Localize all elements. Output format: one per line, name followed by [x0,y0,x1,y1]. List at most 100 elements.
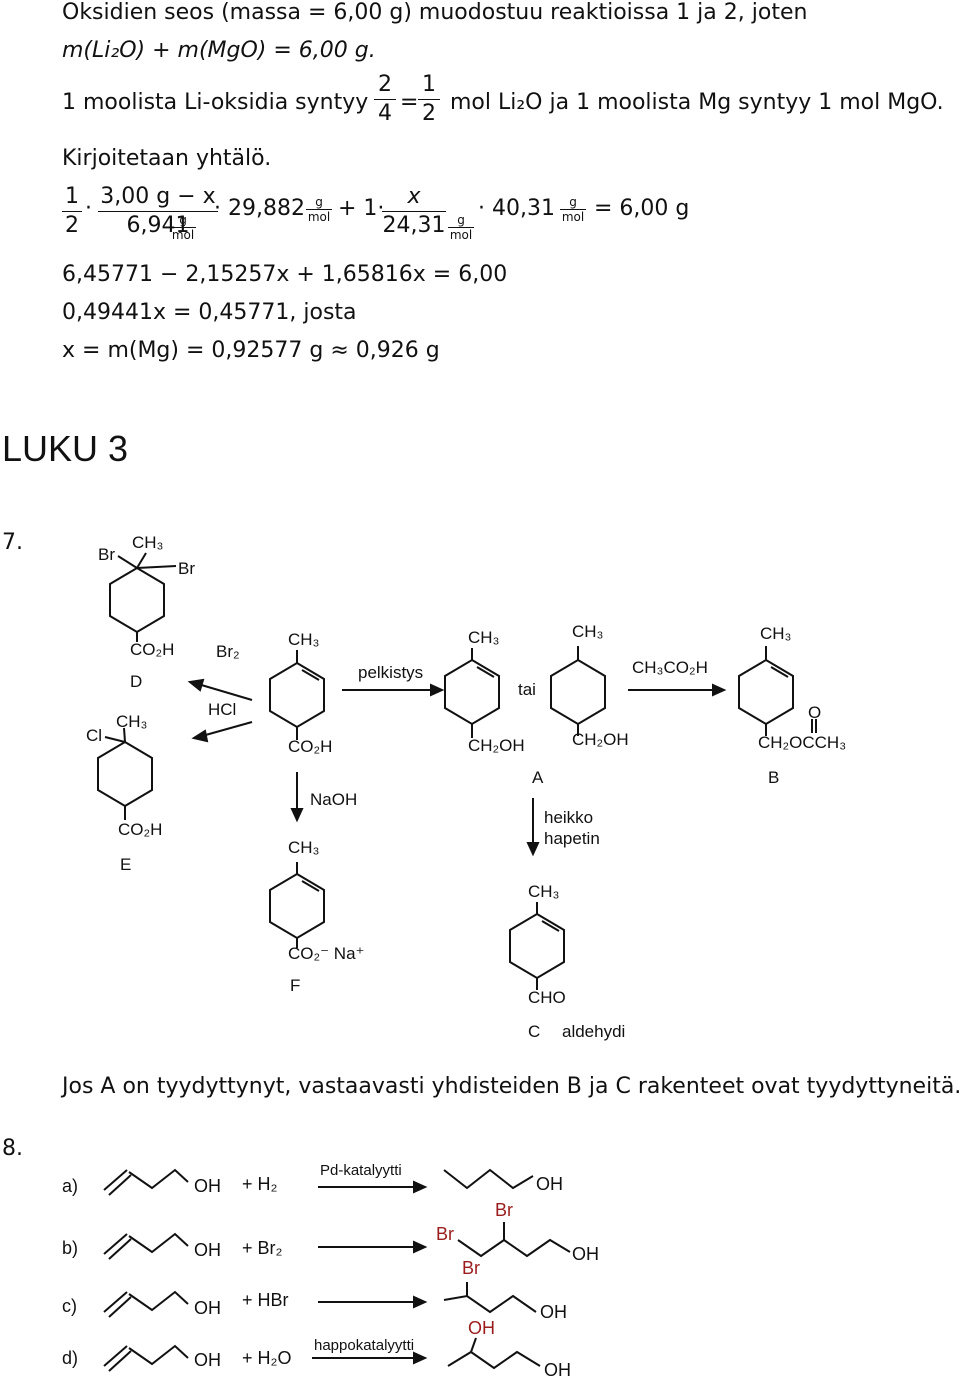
double-bond-center [301,669,320,681]
chain-product-b [457,1238,571,1258]
arrowhead [413,1351,428,1365]
molar-mass-mgo: · 40,31 [478,196,555,221]
arrowhead [290,808,304,823]
arrowhead [413,1240,428,1254]
calc-line-3b: mol Li₂O ja 1 moolista Mg syntyy 1 mol M… [450,90,944,115]
fraction-bar [374,99,396,100]
label-carboxylate: CO₂⁻ Na⁺ [288,944,365,963]
arrowhead [712,683,727,697]
label-oh: OH [194,1240,221,1260]
fraction-denominator: 2 [65,213,79,238]
bond-e-ch3 [123,727,126,743]
arrowhead [413,1180,428,1194]
reagent-br2: + Br₂ [242,1238,283,1258]
label-reagent-acetic-acid: CH₃CO₂H [632,658,708,677]
arrowhead [187,678,205,692]
alkene-double-bond-2 [108,1350,132,1372]
fraction-bar [418,99,440,100]
label-compound-e: E [120,855,132,874]
label-oh: OH [572,1244,599,1264]
label-br: Br [436,1224,454,1244]
row-label-a: a) [62,1176,79,1196]
label-ch3: CH₃ [760,624,792,643]
reagent-h2o: + H₂O [242,1348,292,1368]
fraction-denominator: 24,31 [382,213,446,238]
label-compound-f: F [290,976,301,995]
bond-e-cl [104,736,126,743]
ring-c [509,912,565,980]
ring-center [269,661,325,729]
fraction-bar [98,211,218,212]
calc-line-7: 0,49441x = 0,45771, josta [62,300,357,325]
label-carbonyl-o: O [808,703,822,722]
label-happokatalyytti: happokatalyytti [314,1337,415,1354]
label-oh: OH [194,1350,221,1370]
label-compound-b: B [768,768,780,787]
chain-reactant-b [128,1232,189,1254]
dot-operator: · [85,196,92,221]
fraction-denominator: 6,941 [126,213,190,238]
fraction-bar [382,211,446,212]
arrow-to-d [197,683,253,701]
label-ch3: CH₃ [528,882,560,901]
row-label-c: c) [62,1296,77,1316]
fraction-numerator: 1 [65,184,79,209]
alkene-double-bond-1 [103,1169,128,1191]
label-co2h: CO₂H [130,640,175,659]
label-ch3: CH₃ [572,622,604,641]
reagent-h2: + H₂ [242,1174,278,1194]
label-ester: CH₂OCCH₃ [758,733,847,752]
question-7-number: 7. [2,530,23,555]
bond-d-br-left [117,555,138,569]
ring-a2 [550,658,606,726]
arrowhead [191,729,209,743]
label-ch3: CH₃ [468,628,500,647]
label-co2h: CO₂H [288,737,333,756]
label-co2h: CO₂H [118,820,163,839]
bond-d-br-right [136,565,177,569]
chain-reactant-a [128,1168,189,1190]
alkene-double-bond-1 [103,1345,128,1367]
plus-one: + 1· [338,196,385,221]
label-oh: OH [540,1302,567,1322]
double-bond-a1 [476,666,495,678]
label-aldehydi: aldehydi [562,1022,626,1041]
calc-line-4: Kirjoitetaan yhtälö. [62,146,272,171]
arrow-to-e [201,721,253,737]
calc-line-6: 6,45771 − 2,15257x + 1,65816x = 6,00 [62,262,508,287]
equals-sign: = [400,90,419,115]
label-cl: Cl [86,726,103,745]
label-ch2oh: CH₂OH [572,730,629,749]
alkene-double-bond-2 [108,1238,132,1260]
label-br: Br [495,1200,513,1220]
label-reagent-br2: Br₂ [216,642,240,661]
label-compound-a: A [532,768,544,787]
label-ch3: CH₃ [116,712,148,731]
label-tai: tai [518,680,536,699]
ring-a1 [444,658,500,726]
arrowhead [430,683,445,697]
ring-d [109,566,165,634]
alkene-double-bond-1 [103,1291,128,1313]
label-br: Br [178,559,195,578]
ring-f [269,872,325,940]
row-label-d: d) [62,1348,79,1368]
bond-oh-d [470,1337,477,1353]
chain-product-a [443,1168,534,1190]
label-pelkistys: pelkistys [358,663,424,682]
reagent-hbr: + HBr [242,1290,289,1310]
label-reagent-hcl: HCl [208,700,237,719]
label-ch3: CH₃ [288,630,320,649]
fraction-denominator: 2 [422,101,436,126]
double-bond-c [541,920,560,932]
chapter-heading: LUKU 3 [2,428,129,469]
